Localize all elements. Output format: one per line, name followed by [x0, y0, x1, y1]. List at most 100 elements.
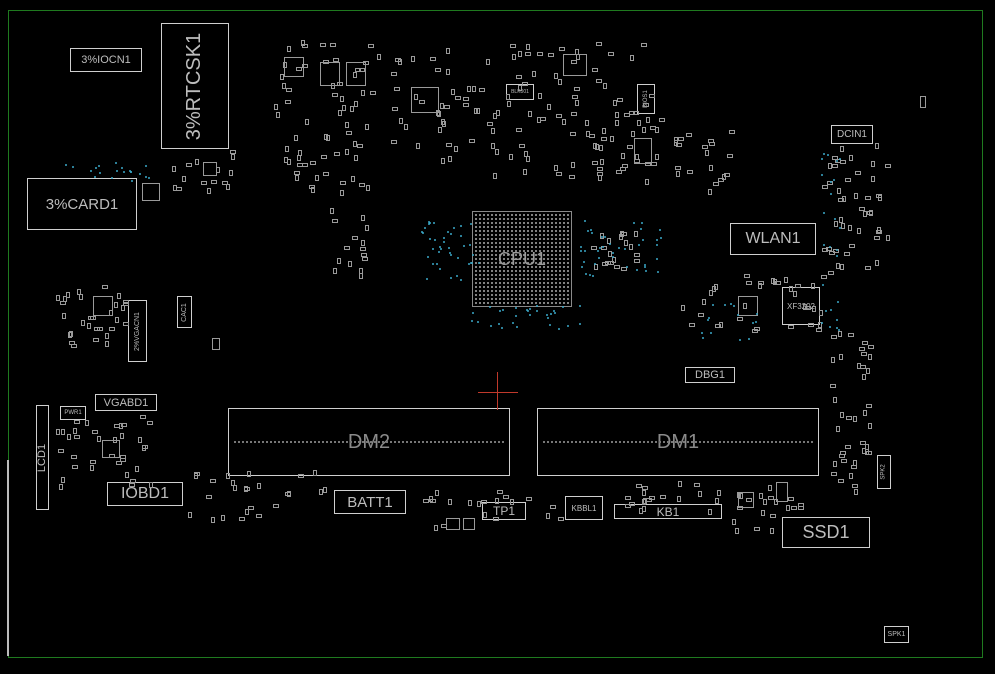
- passive-component: [172, 185, 177, 192]
- passive-component: [332, 58, 339, 63]
- passive-component: [835, 262, 840, 269]
- passive-component: [676, 495, 681, 502]
- passive-component: [538, 93, 543, 100]
- component-tp1-label: TP1: [492, 504, 515, 518]
- via: [469, 243, 472, 246]
- passive-component: [86, 323, 91, 330]
- ic-chip[interactable]: [142, 183, 160, 201]
- via: [701, 336, 704, 339]
- via: [839, 227, 842, 230]
- ic-chip[interactable]: [920, 96, 926, 108]
- via: [423, 226, 426, 229]
- passive-component: [448, 498, 453, 505]
- passive-component: [591, 245, 598, 250]
- component-dcin1[interactable]: DCIN1: [831, 125, 873, 144]
- passive-component: [558, 79, 563, 86]
- component-spk2-label: SPK2: [881, 464, 887, 480]
- via: [94, 176, 97, 179]
- via: [145, 175, 148, 178]
- via: [429, 237, 432, 240]
- via: [608, 242, 611, 245]
- passive-component: [655, 154, 660, 161]
- component-kbbl1[interactable]: KBBL1: [565, 496, 603, 520]
- passive-component: [468, 499, 473, 506]
- passive-component: [865, 444, 870, 451]
- component-cpu1[interactable]: [472, 211, 572, 307]
- ic-chip[interactable]: [446, 518, 460, 530]
- ic-chip[interactable]: [776, 482, 788, 502]
- passive-component: [528, 111, 533, 118]
- via: [823, 243, 826, 246]
- passive-component: [123, 302, 130, 307]
- passive-component: [434, 489, 439, 496]
- passive-component: [688, 323, 695, 328]
- component-wlan1[interactable]: WLAN1: [730, 223, 816, 255]
- passive-component: [556, 172, 563, 177]
- passive-component: [831, 334, 838, 339]
- component-vgacn1[interactable]: 2%VGACN1: [128, 300, 147, 362]
- component-batt1[interactable]: BATT1: [334, 490, 406, 514]
- ic-chip[interactable]: [346, 62, 366, 86]
- passive-component: [558, 47, 565, 52]
- passive-component: [206, 187, 211, 194]
- via: [836, 160, 839, 163]
- component-pwr1[interactable]: PWR1: [60, 406, 86, 420]
- component-cac1[interactable]: CAC1: [177, 296, 192, 328]
- passive-component: [200, 181, 207, 186]
- passive-component: [121, 304, 126, 311]
- passive-component: [837, 197, 844, 202]
- component-spk1[interactable]: SPK1: [884, 626, 909, 643]
- component-tp1[interactable]: TP1: [482, 502, 526, 520]
- passive-component: [391, 106, 398, 111]
- passive-component: [284, 145, 289, 152]
- passive-component: [598, 174, 603, 181]
- via: [836, 327, 839, 330]
- passive-component: [195, 158, 200, 165]
- dm2-pin-row: [234, 441, 504, 443]
- passive-component: [108, 327, 115, 332]
- ic-chip[interactable]: [320, 62, 340, 86]
- component-spk2[interactable]: SPK2: [877, 455, 891, 489]
- passive-component: [676, 171, 681, 178]
- passive-component: [678, 137, 685, 142]
- passive-component: [429, 499, 436, 503]
- component-card1[interactable]: 3%CARD1: [27, 178, 137, 230]
- passive-component: [633, 158, 640, 163]
- ic-chip[interactable]: [212, 338, 220, 350]
- passive-component: [648, 93, 655, 98]
- component-dbg1[interactable]: DBG1: [685, 367, 735, 383]
- passive-component: [818, 322, 823, 329]
- via: [822, 211, 825, 214]
- component-vgabd1-label: VGABD1: [103, 396, 149, 409]
- ic-chip[interactable]: [563, 54, 587, 76]
- passive-component: [575, 100, 580, 107]
- via: [432, 262, 435, 265]
- ic-chip[interactable]: [738, 492, 754, 508]
- component-lcd1[interactable]: LCD1: [36, 405, 49, 510]
- passive-component: [493, 113, 498, 120]
- passive-component: [344, 122, 349, 129]
- ic-chip[interactable]: [738, 296, 758, 316]
- ic-chip[interactable]: [634, 138, 652, 164]
- passive-component: [702, 298, 707, 305]
- ic-chip[interactable]: [411, 87, 439, 113]
- passive-component: [331, 219, 338, 224]
- passive-component: [390, 139, 397, 144]
- component-iobd1[interactable]: IOBD1: [107, 482, 183, 506]
- ic-chip[interactable]: [93, 296, 113, 316]
- via: [723, 304, 726, 307]
- component-ssd1[interactable]: SSD1: [782, 517, 870, 548]
- passive-component: [302, 64, 309, 68]
- component-rtcsk1[interactable]: 3%RTCSK1: [161, 23, 229, 149]
- ic-chip[interactable]: [463, 518, 475, 530]
- via: [448, 252, 451, 255]
- passive-component: [828, 163, 833, 170]
- ic-chip[interactable]: [203, 162, 217, 176]
- passive-component: [532, 71, 537, 78]
- component-iocn1[interactable]: 3%IOCN1: [70, 48, 142, 72]
- passive-component: [815, 327, 822, 332]
- component-vgabd1[interactable]: VGABD1: [95, 394, 157, 411]
- passive-component: [346, 131, 353, 136]
- component-bios[interactable]: BIOS1: [637, 84, 655, 114]
- component-cac1-label: CAC1: [181, 302, 188, 322]
